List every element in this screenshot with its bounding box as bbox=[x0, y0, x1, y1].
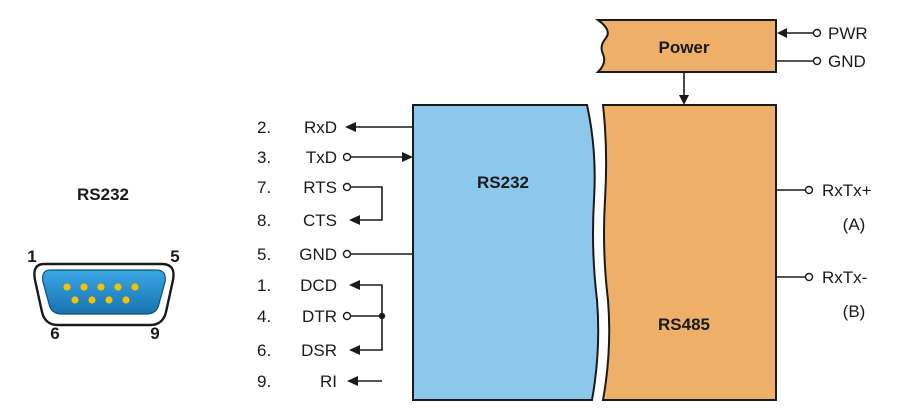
pin-label-5: 5 bbox=[170, 247, 179, 266]
power-block: Power bbox=[594, 19, 777, 73]
rs485-terminal-b-sub: (B) bbox=[843, 302, 866, 321]
pin-label-9: 9 bbox=[150, 324, 159, 343]
connector-title: RS232 bbox=[77, 185, 129, 204]
txd-wire bbox=[342, 152, 413, 162]
pin-name-rxd: RxD bbox=[304, 118, 337, 137]
power-label: Power bbox=[658, 38, 709, 57]
db9-connector: RS232 1 5 6 9 bbox=[27, 185, 179, 343]
rs485-terminals: RxTx+ (A) RxTx- (B) bbox=[776, 181, 872, 321]
pin-name-dcd: DCD bbox=[300, 276, 337, 295]
pin-number: 1. bbox=[257, 276, 271, 295]
rs232-block-label: RS232 bbox=[477, 173, 529, 192]
connector-insert bbox=[42, 269, 166, 315]
pin-name-txd: TxD bbox=[306, 148, 337, 167]
pin-number: 5. bbox=[257, 245, 271, 264]
rxd-wire bbox=[345, 122, 413, 132]
pin-number: 3. bbox=[257, 148, 271, 167]
pin-name-cts: CTS bbox=[303, 211, 337, 230]
pin-name-gnd: GND bbox=[299, 245, 337, 264]
pin-number: 4. bbox=[257, 307, 271, 326]
rs485-terminal-b: RxTx- bbox=[822, 268, 867, 287]
gnd-wire bbox=[342, 249, 413, 259]
pin-name-rts: RTS bbox=[303, 178, 337, 197]
rs485-terminal-a-sub: (A) bbox=[843, 215, 866, 234]
power-terminal-gnd: GND bbox=[828, 52, 866, 71]
power-to-rs485-arrow bbox=[679, 72, 689, 105]
pin-number: 6. bbox=[257, 341, 271, 360]
pin-name-dtr: DTR bbox=[302, 307, 337, 326]
rs485-block-label: RS485 bbox=[658, 315, 710, 334]
pin-label-6: 6 bbox=[50, 324, 59, 343]
pin-name-dsr: DSR bbox=[301, 341, 337, 360]
pin-number: 2. bbox=[257, 118, 271, 137]
power-terminals: PWR GND bbox=[776, 24, 868, 71]
pin-number: 8. bbox=[257, 211, 271, 230]
pin-number: 9. bbox=[257, 372, 271, 391]
rs485-block: RS485 bbox=[601, 104, 777, 401]
rs232-pin-list: 2. 3. 7. 8. 5. 1. 4. 6. 9. RxD TxD RTS C… bbox=[257, 118, 337, 391]
pin-name-ri: RI bbox=[320, 372, 337, 391]
connector-pins bbox=[63, 283, 139, 304]
pin-number: 7. bbox=[257, 178, 271, 197]
rs485-terminal-a: RxTx+ bbox=[822, 181, 872, 200]
rs232-block: RS232 bbox=[412, 104, 600, 401]
rts-cts-loopback bbox=[342, 182, 383, 225]
dtr-dcd-dsr-loopback bbox=[342, 280, 386, 355]
power-terminal-pwr: PWR bbox=[828, 24, 868, 43]
pin-label-1: 1 bbox=[27, 247, 36, 266]
ri-wire bbox=[347, 376, 382, 386]
rs232-wiring bbox=[342, 122, 413, 386]
